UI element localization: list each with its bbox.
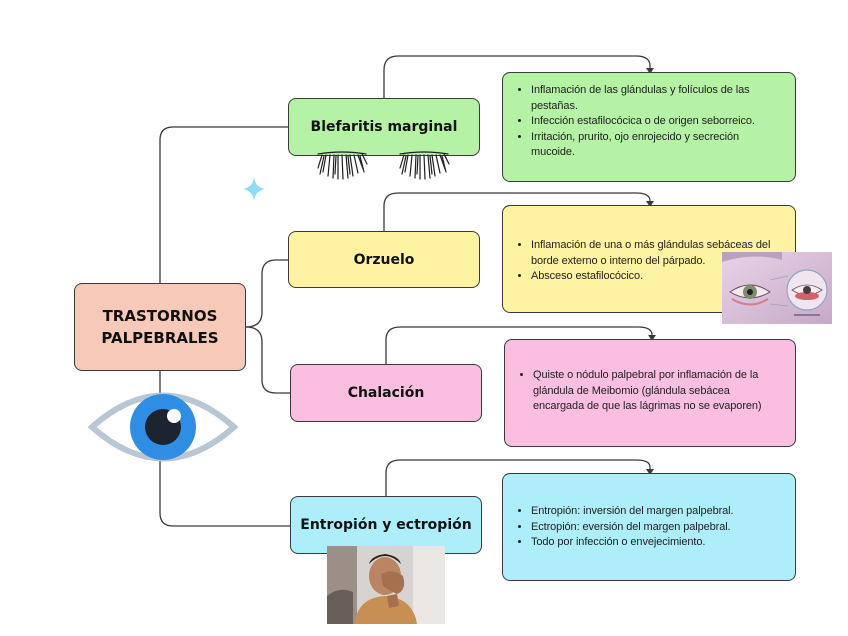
- eyelash-icon: [317, 151, 450, 180]
- root-node: TRASTORNOS PALPEBRALES: [74, 283, 246, 371]
- connector-root-entropion: [159, 371, 290, 527]
- connector-root-blefaritis: [159, 126, 288, 283]
- connector-orzuelo-detail: [383, 192, 651, 231]
- connector-root-chalacion: [245, 326, 290, 394]
- detail-item: Ectropión: eversión del margen palpebral…: [531, 520, 781, 536]
- node-chalacion: Chalación: [290, 364, 482, 422]
- detail-item: Inflamación de una o más glándulas sebác…: [531, 238, 775, 269]
- detail-chalacion: Quiste o nódulo palpebral por inflamació…: [504, 339, 796, 447]
- sparkle-icon: [243, 177, 265, 201]
- root-title-line1: TRASTORNOS: [102, 307, 218, 325]
- detail-blefaritis: Inflamación de las glándulas y folículos…: [502, 72, 796, 182]
- node-orzuelo: Orzuelo: [288, 231, 480, 288]
- detail-item: Irritación, prurito, ojo enrojecido y se…: [531, 130, 781, 161]
- detail-item: Absceso estafilocócico.: [531, 269, 775, 285]
- detail-item: Todo por infección o envejecimiento.: [531, 535, 781, 551]
- node-blefaritis: Blefaritis marginal: [288, 98, 480, 156]
- orzuelo-photo: [722, 252, 832, 324]
- connector-chalacion-detail: [385, 326, 653, 364]
- connector-blefaritis-detail: [383, 55, 651, 98]
- detail-entropion: Entropión: inversión del margen palpebra…: [502, 473, 796, 581]
- detail-item: Quiste o nódulo palpebral por inflamació…: [533, 368, 781, 415]
- root-title-line2: PALPEBRALES: [101, 329, 219, 347]
- connector-entropion-detail: [385, 459, 651, 496]
- detail-item: Infección estafilocócica o de origen seb…: [531, 114, 781, 130]
- detail-item: Inflamación de las glándulas y folículos…: [531, 83, 781, 114]
- connector-root-orzuelo: [245, 259, 288, 328]
- entropion-photo: [327, 546, 445, 624]
- eye-icon: [88, 392, 238, 462]
- detail-item: Entropión: inversión del margen palpebra…: [531, 504, 781, 520]
